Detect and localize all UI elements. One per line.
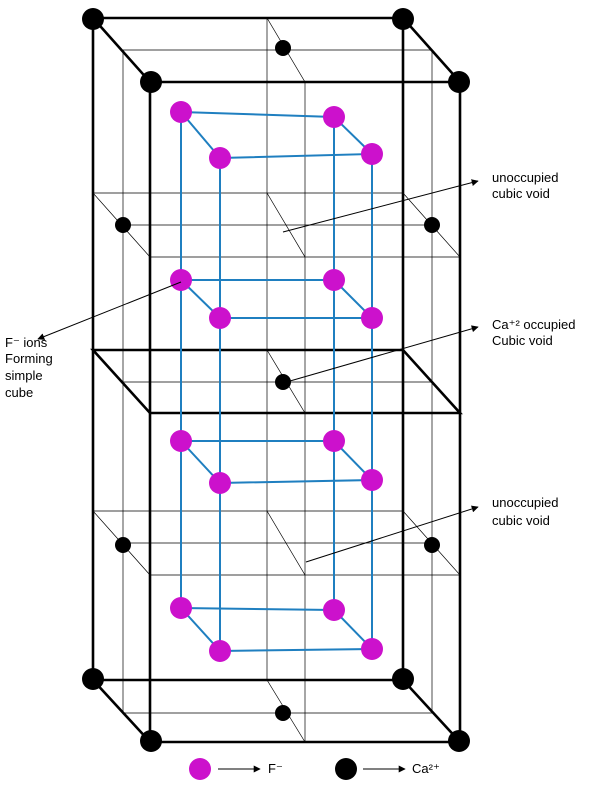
ca-ion	[82, 668, 104, 690]
ca-ion	[424, 217, 440, 233]
ca-ion	[275, 374, 291, 390]
ca-ion	[115, 217, 131, 233]
magenta-circle-icon	[189, 758, 211, 780]
legend: F⁻ Ca²⁺	[189, 758, 440, 780]
ca-ion	[448, 71, 470, 93]
f-ion	[361, 638, 383, 660]
f-ion	[361, 143, 383, 165]
arrow-icon	[282, 179, 479, 233]
f-ion	[361, 469, 383, 491]
black-circle-icon	[335, 758, 357, 780]
f-ion	[323, 599, 345, 621]
legend-fluoride-label: F⁻	[268, 761, 283, 776]
label-ca-occupied-void: Ca⁺² occupied Cubic void	[492, 317, 579, 348]
f-ion	[209, 472, 231, 494]
label-unoccupied-void-bottom: unoccupied cubic void	[492, 495, 562, 528]
f-ion	[170, 597, 192, 619]
f-ion	[170, 430, 192, 452]
annotation-arrows	[37, 179, 479, 563]
ca-ion	[448, 730, 470, 752]
arrow-icon	[37, 281, 182, 340]
f-ion	[209, 307, 231, 329]
ca-ion	[140, 730, 162, 752]
ca-ion	[275, 40, 291, 56]
f-ion	[209, 147, 231, 169]
legend-calcium-label: Ca²⁺	[412, 761, 440, 776]
f-ion	[323, 430, 345, 452]
label-unoccupied-void-top: unoccupied cubic void	[492, 170, 562, 201]
ca-ion	[140, 71, 162, 93]
ca-ion	[82, 8, 104, 30]
arrow-icon	[289, 325, 479, 382]
f-ion	[170, 101, 192, 123]
f-ion	[323, 106, 345, 128]
ca-ion	[392, 668, 414, 690]
arrow-icon	[305, 505, 479, 563]
f-ion	[170, 269, 192, 291]
ca-ion	[424, 537, 440, 553]
calcium-ions	[82, 8, 470, 752]
ca-ion	[275, 705, 291, 721]
ca-ion	[115, 537, 131, 553]
fluoride-ions	[170, 101, 383, 662]
ca-ion	[392, 8, 414, 30]
f-ion	[323, 269, 345, 291]
label-f-ions-simple-cube: F⁻ ions Forming simple cube	[5, 335, 56, 400]
f-ion	[209, 640, 231, 662]
f-ion	[361, 307, 383, 329]
